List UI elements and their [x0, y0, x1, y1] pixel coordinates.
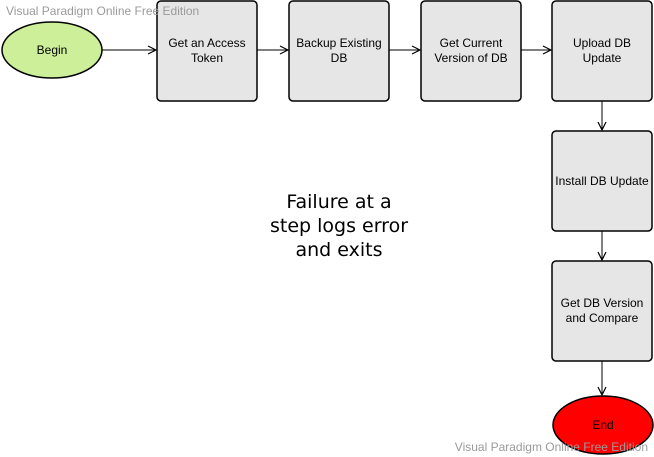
watermark-top: Visual Paradigm Online Free Edition: [6, 4, 200, 18]
backup-db-step-shape[interactable]: [288, 0, 390, 102]
current-version-step-shape[interactable]: [420, 0, 522, 102]
begin-label: Begin: [36, 42, 68, 57]
end-label: End: [592, 417, 614, 432]
compare-version-label: Get DB Version and Compare: [560, 296, 644, 325]
install-update-label: Install DB Update: [555, 173, 649, 188]
upload-update-label: Upload DB Update: [572, 36, 632, 65]
watermark-bottom: Visual Paradigm Online Free Edition: [454, 440, 648, 454]
end-terminal-shape[interactable]: [552, 395, 654, 455]
access-token-label: Get an Access Token: [168, 36, 246, 65]
backup-db-label: Backup Existing DB: [296, 36, 382, 65]
failure-note: Failure at a step logs error and exits: [269, 191, 409, 261]
current-version-label: Get Current Version of DB: [434, 36, 508, 65]
access-token-step-shape[interactable]: [156, 0, 258, 102]
